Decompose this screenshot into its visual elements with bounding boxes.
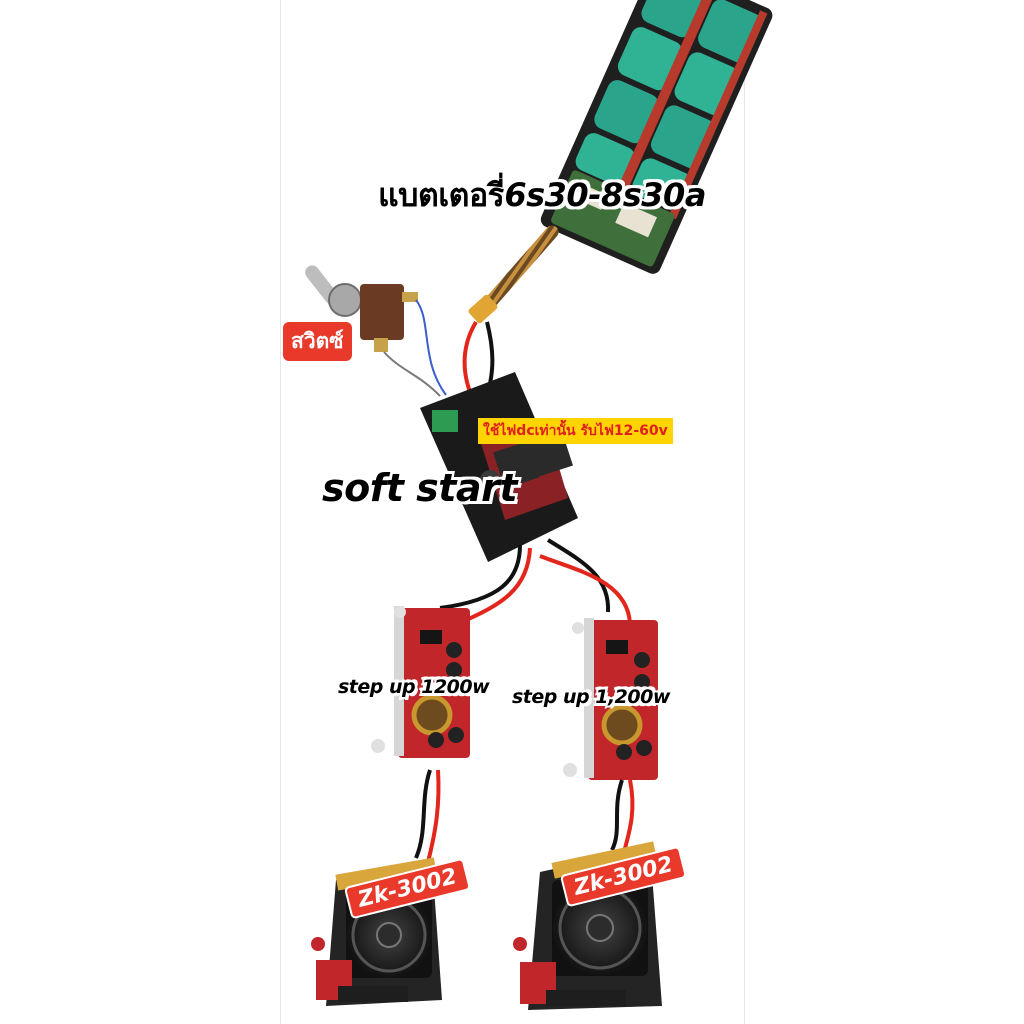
dc-input-note: ใช้ไฟdcเท่านั้น รับไฟ12-60v <box>478 418 673 444</box>
battery-label: แบตเตอรี่6s30-8s30a <box>378 170 706 221</box>
battery-cells <box>575 0 763 211</box>
left-frame-line <box>280 0 281 1024</box>
soft-start-board-icon <box>420 372 578 562</box>
step-up-left-label: step up 1200w <box>338 676 490 698</box>
xt60-connector-icon <box>468 294 498 324</box>
battery-label-prefix: แบตเตอรี่ <box>378 176 505 214</box>
braided-cable <box>481 225 559 312</box>
toggle-switch-icon <box>305 265 418 352</box>
soft-start-label: soft start <box>322 466 517 510</box>
step-up-board-left-icon <box>371 606 470 758</box>
battery-label-spec: 6s30-8s30a <box>504 176 706 214</box>
step-up-right-label: step up 1,200w <box>512 686 670 708</box>
right-frame-line <box>744 0 745 1024</box>
step-up-board-right-icon <box>563 618 658 780</box>
switch-label: สวิตซ์ <box>283 322 352 361</box>
battery-pack-icon <box>540 0 773 274</box>
